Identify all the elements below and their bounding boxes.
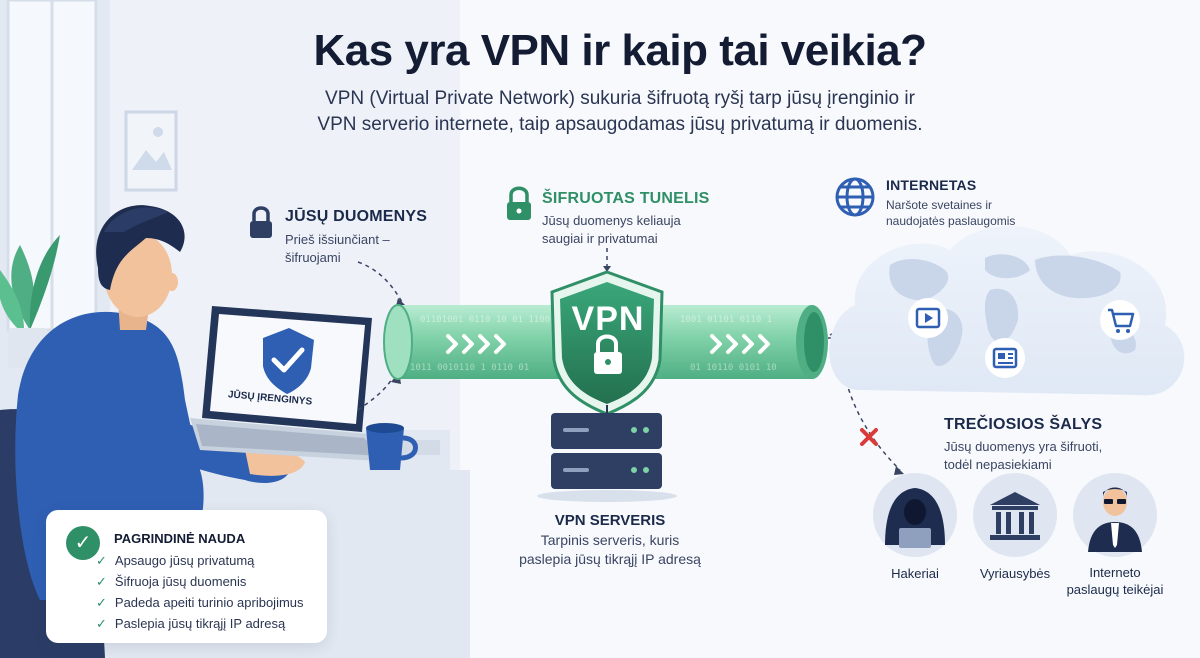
- news-icon: [985, 338, 1025, 378]
- server-line: paslepia jūsų tikrąjį IP adresą: [519, 551, 701, 567]
- lock-icon: [507, 186, 531, 220]
- internet-line: naudojatės paslaugomis: [886, 214, 1016, 228]
- list-item: ✓ Apsaugo jūsų privatumą: [96, 550, 304, 571]
- play-icon: [908, 298, 948, 338]
- globe-icon: [835, 177, 875, 217]
- tunnel-title: ŠIFRUOTAS TUNELIS: [542, 190, 710, 207]
- laptop: [190, 306, 395, 462]
- agent-icon: [1073, 473, 1157, 557]
- svg-text:1011 0010110 1 0110 01: 1011 0010110 1 0110 01: [410, 363, 529, 373]
- lock-icon: [250, 206, 272, 238]
- vpn-shield-label: VPN: [571, 300, 645, 338]
- benefits-card: ✓ PAGRINDINĖ NAUDA ✓ Apsaugo jūsų privatu…: [46, 510, 327, 643]
- governments-label: Vyriausybės: [979, 566, 1051, 581]
- benefit-text: Paslepia jūsų tikrąjį IP adresą: [114, 616, 286, 631]
- your-data-label: JŪSŲ DUOMENYS Prieš išsiunčiant – šifruo…: [285, 208, 435, 267]
- internet-title: INTERNETAS: [886, 177, 977, 193]
- third-parties-label: TREČIOSIOS ŠALYS Jūsų duomenys yra šifru…: [944, 416, 1154, 474]
- hackers-label: Hakeriai: [891, 566, 939, 581]
- third-parties-line: todėl nepasiekiami: [944, 457, 1052, 472]
- x-mark-icon: [860, 428, 878, 446]
- hacker-icon: [873, 473, 957, 557]
- government-icon: [973, 473, 1057, 557]
- subtitle-line: VPN serverio internete, taip apsaugodama…: [317, 114, 923, 135]
- tunnel-label: ŠIFRUOTAS TUNELIS Jūsų duomenys keliauja…: [542, 190, 732, 248]
- server-description: Tarpinis serveris, kuris paslepia jūsų t…: [495, 531, 725, 569]
- check-icon: ✓: [96, 574, 107, 589]
- check-icon: ✓: [96, 616, 107, 631]
- vpn-shield-icon: [550, 270, 664, 416]
- internet-line: Naršote svetaines ir: [886, 198, 993, 212]
- third-parties-title: TREČIOSIOS ŠALYS: [944, 416, 1103, 433]
- svg-text:1001 01101 0110 1: 1001 01101 0110 1: [680, 315, 772, 325]
- page-subtitle: VPN (Virtual Private Network) sukuria ši…: [300, 86, 940, 138]
- internet-cloud: [829, 226, 1185, 396]
- your-data-line: šifruojami: [285, 250, 341, 265]
- benefit-text: Padeda apeiti turinio apribojimus: [114, 595, 304, 610]
- vpn-server-icon: [537, 405, 677, 502]
- list-item: ✓ Šifruoja jūsų duomenis: [96, 571, 304, 592]
- page-title: Kas yra VPN ir kaip tai veikia?: [313, 26, 927, 75]
- server-title: VPN SERVERIS: [554, 512, 666, 529]
- third-parties-line: Jūsų duomenys yra šifruoti,: [944, 439, 1103, 454]
- svg-text:01101001 0110 10 01 1100: 01101001 0110 10 01 1100: [420, 315, 550, 325]
- list-item: ✓ Padeda apeiti turinio apribojimus: [96, 592, 304, 613]
- your-data-title: JŪSŲ DUOMENYS: [285, 208, 428, 225]
- subtitle-line: VPN (Virtual Private Network) sukuria ši…: [325, 88, 915, 109]
- tunnel-line: Jūsų duomenys keliauja: [542, 213, 681, 228]
- isp-line: Interneto: [1089, 565, 1141, 580]
- svg-text:01 10110 0101 10: 01 10110 0101 10: [690, 363, 777, 373]
- internet-label: INTERNETAS Naršote svetaines ir naudojat…: [886, 177, 1056, 229]
- your-data-line: Prieš išsiunčiant –: [285, 232, 390, 247]
- benefits-list: ✓ Apsaugo jūsų privatumą ✓ Šifruoja jūsų d…: [96, 550, 304, 634]
- benefit-text: Apsaugo jūsų privatumą: [114, 553, 255, 568]
- check-icon: ✓: [96, 553, 107, 568]
- benefits-title: PAGRINDINĖ NAUDA: [114, 531, 246, 546]
- check-icon: ✓: [66, 526, 100, 560]
- tunnel-line: saugiai ir privatumai: [542, 231, 658, 246]
- coffee-mug: [366, 423, 418, 470]
- list-item: ✓ Paslepia jūsų tikrąjį IP adresą: [96, 613, 304, 634]
- check-icon: ✓: [96, 595, 107, 610]
- isp-label: Interneto paslaugų teikėjai: [1055, 564, 1175, 598]
- cart-icon: [1100, 300, 1140, 340]
- server-line: Tarpinis serveris, kuris: [540, 532, 680, 548]
- benefit-text: Šifruoja jūsų duomenis: [114, 574, 247, 589]
- isp-line: paslaugų teikėjai: [1066, 582, 1164, 597]
